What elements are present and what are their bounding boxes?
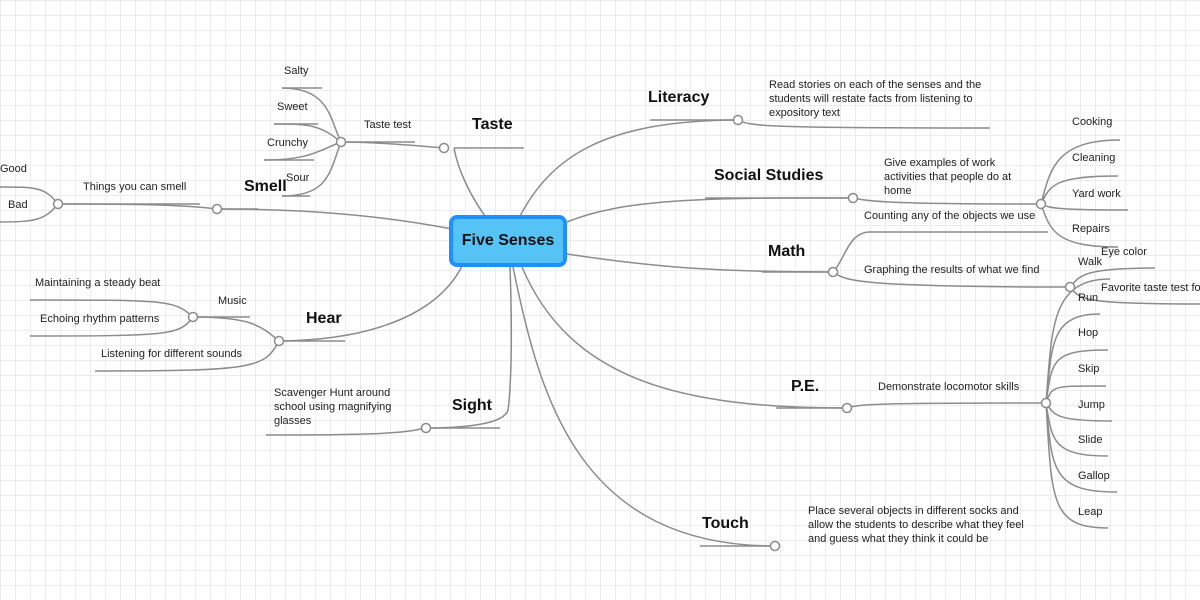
node-dot — [769, 540, 781, 552]
node-dot — [827, 266, 839, 278]
topic-math[interactable]: Math — [768, 243, 806, 260]
touch-activity[interactable]: Place several objects in different socks… — [808, 505, 1024, 545]
smell-item-good[interactable]: Good — [0, 163, 27, 175]
hear-listening-label[interactable]: Listening for different sounds — [101, 348, 243, 360]
node-dot — [1035, 198, 1047, 210]
connector-literacy — [519, 119, 739, 217]
connector-hear — [278, 265, 463, 342]
smell-things-label[interactable]: Things you can smell — [83, 181, 187, 193]
topic-sight[interactable]: Sight — [452, 397, 492, 414]
taste-test-label[interactable]: Taste test — [364, 119, 412, 131]
pe-item-walk[interactable]: Walk — [1078, 256, 1103, 268]
sight-activity[interactable]: Scavenger Hunt around school using magni… — [274, 387, 392, 427]
central-topic[interactable]: Five Senses — [449, 215, 567, 267]
connector-smell — [216, 208, 453, 230]
topic-social-studies[interactable]: Social Studies — [714, 167, 824, 184]
social-item-yard-work[interactable]: Yard work — [1072, 188, 1121, 200]
topic-taste[interactable]: Taste — [472, 116, 513, 133]
node-dot — [841, 402, 853, 414]
pe-item-skip[interactable]: Skip — [1078, 363, 1100, 375]
taste-item-salty[interactable]: Salty — [284, 65, 309, 77]
math-item-favorite-taste[interactable]: Favorite taste test food — [1101, 282, 1200, 294]
topic-hear[interactable]: Hear — [306, 310, 342, 327]
social-activity[interactable]: Give examples of work activities that pe… — [884, 157, 1012, 197]
hear-item-steady-beat[interactable]: Maintaining a steady beat — [35, 277, 161, 289]
literacy-activity[interactable]: Read stories on each of the senses and t… — [769, 79, 982, 119]
node-dot — [211, 203, 223, 215]
pe-activity[interactable]: Demonstrate locomotor skills — [878, 381, 1020, 393]
math-counting[interactable]: Counting any of the objects we use — [864, 210, 1036, 222]
node-dot — [438, 142, 450, 154]
pe-item-hop[interactable]: Hop — [1078, 327, 1099, 339]
hear-music-label[interactable]: Music — [218, 295, 247, 307]
connector-social — [566, 197, 854, 223]
topic-touch[interactable]: Touch — [702, 515, 749, 532]
pe-item-run[interactable]: Run — [1078, 292, 1099, 304]
taste-item-sour[interactable]: Sour — [286, 172, 310, 184]
pe-item-jump[interactable]: Jump — [1078, 399, 1105, 411]
node-dot — [732, 114, 744, 126]
math-graphing[interactable]: Graphing the results of what we find — [864, 264, 1040, 276]
topic-literacy[interactable]: Literacy — [648, 89, 710, 106]
connector-touch — [512, 266, 776, 547]
node-dot — [420, 422, 432, 434]
node-dot — [187, 311, 199, 323]
node-dot — [1064, 281, 1076, 293]
topic-pe[interactable]: P.E. — [791, 378, 820, 395]
hear-item-echoing[interactable]: Echoing rhythm patterns — [40, 313, 160, 325]
connector-sight — [425, 266, 513, 429]
math-item-eye-color[interactable]: Eye color — [1101, 246, 1147, 258]
connector-pe — [521, 266, 848, 409]
connector-taste — [453, 147, 486, 217]
taste-item-crunchy[interactable]: Crunchy — [267, 137, 308, 149]
taste-item-sweet[interactable]: Sweet — [277, 101, 308, 113]
pe-item-gallop[interactable]: Gallop — [1078, 470, 1110, 482]
social-item-cleaning[interactable]: Cleaning — [1072, 152, 1116, 164]
pe-item-leap[interactable]: Leap — [1078, 506, 1103, 518]
smell-item-bad[interactable]: Bad — [8, 199, 28, 211]
node-dot — [847, 192, 859, 204]
social-item-cooking[interactable]: Cooking — [1072, 116, 1113, 128]
node-dot — [335, 136, 347, 148]
social-item-repairs[interactable]: Repairs — [1072, 223, 1110, 235]
pe-item-slide[interactable]: Slide — [1078, 434, 1103, 446]
topic-smell[interactable]: Smell — [244, 178, 287, 195]
node-dot — [52, 198, 64, 210]
node-dot — [1040, 397, 1052, 409]
node-dot — [273, 335, 285, 347]
